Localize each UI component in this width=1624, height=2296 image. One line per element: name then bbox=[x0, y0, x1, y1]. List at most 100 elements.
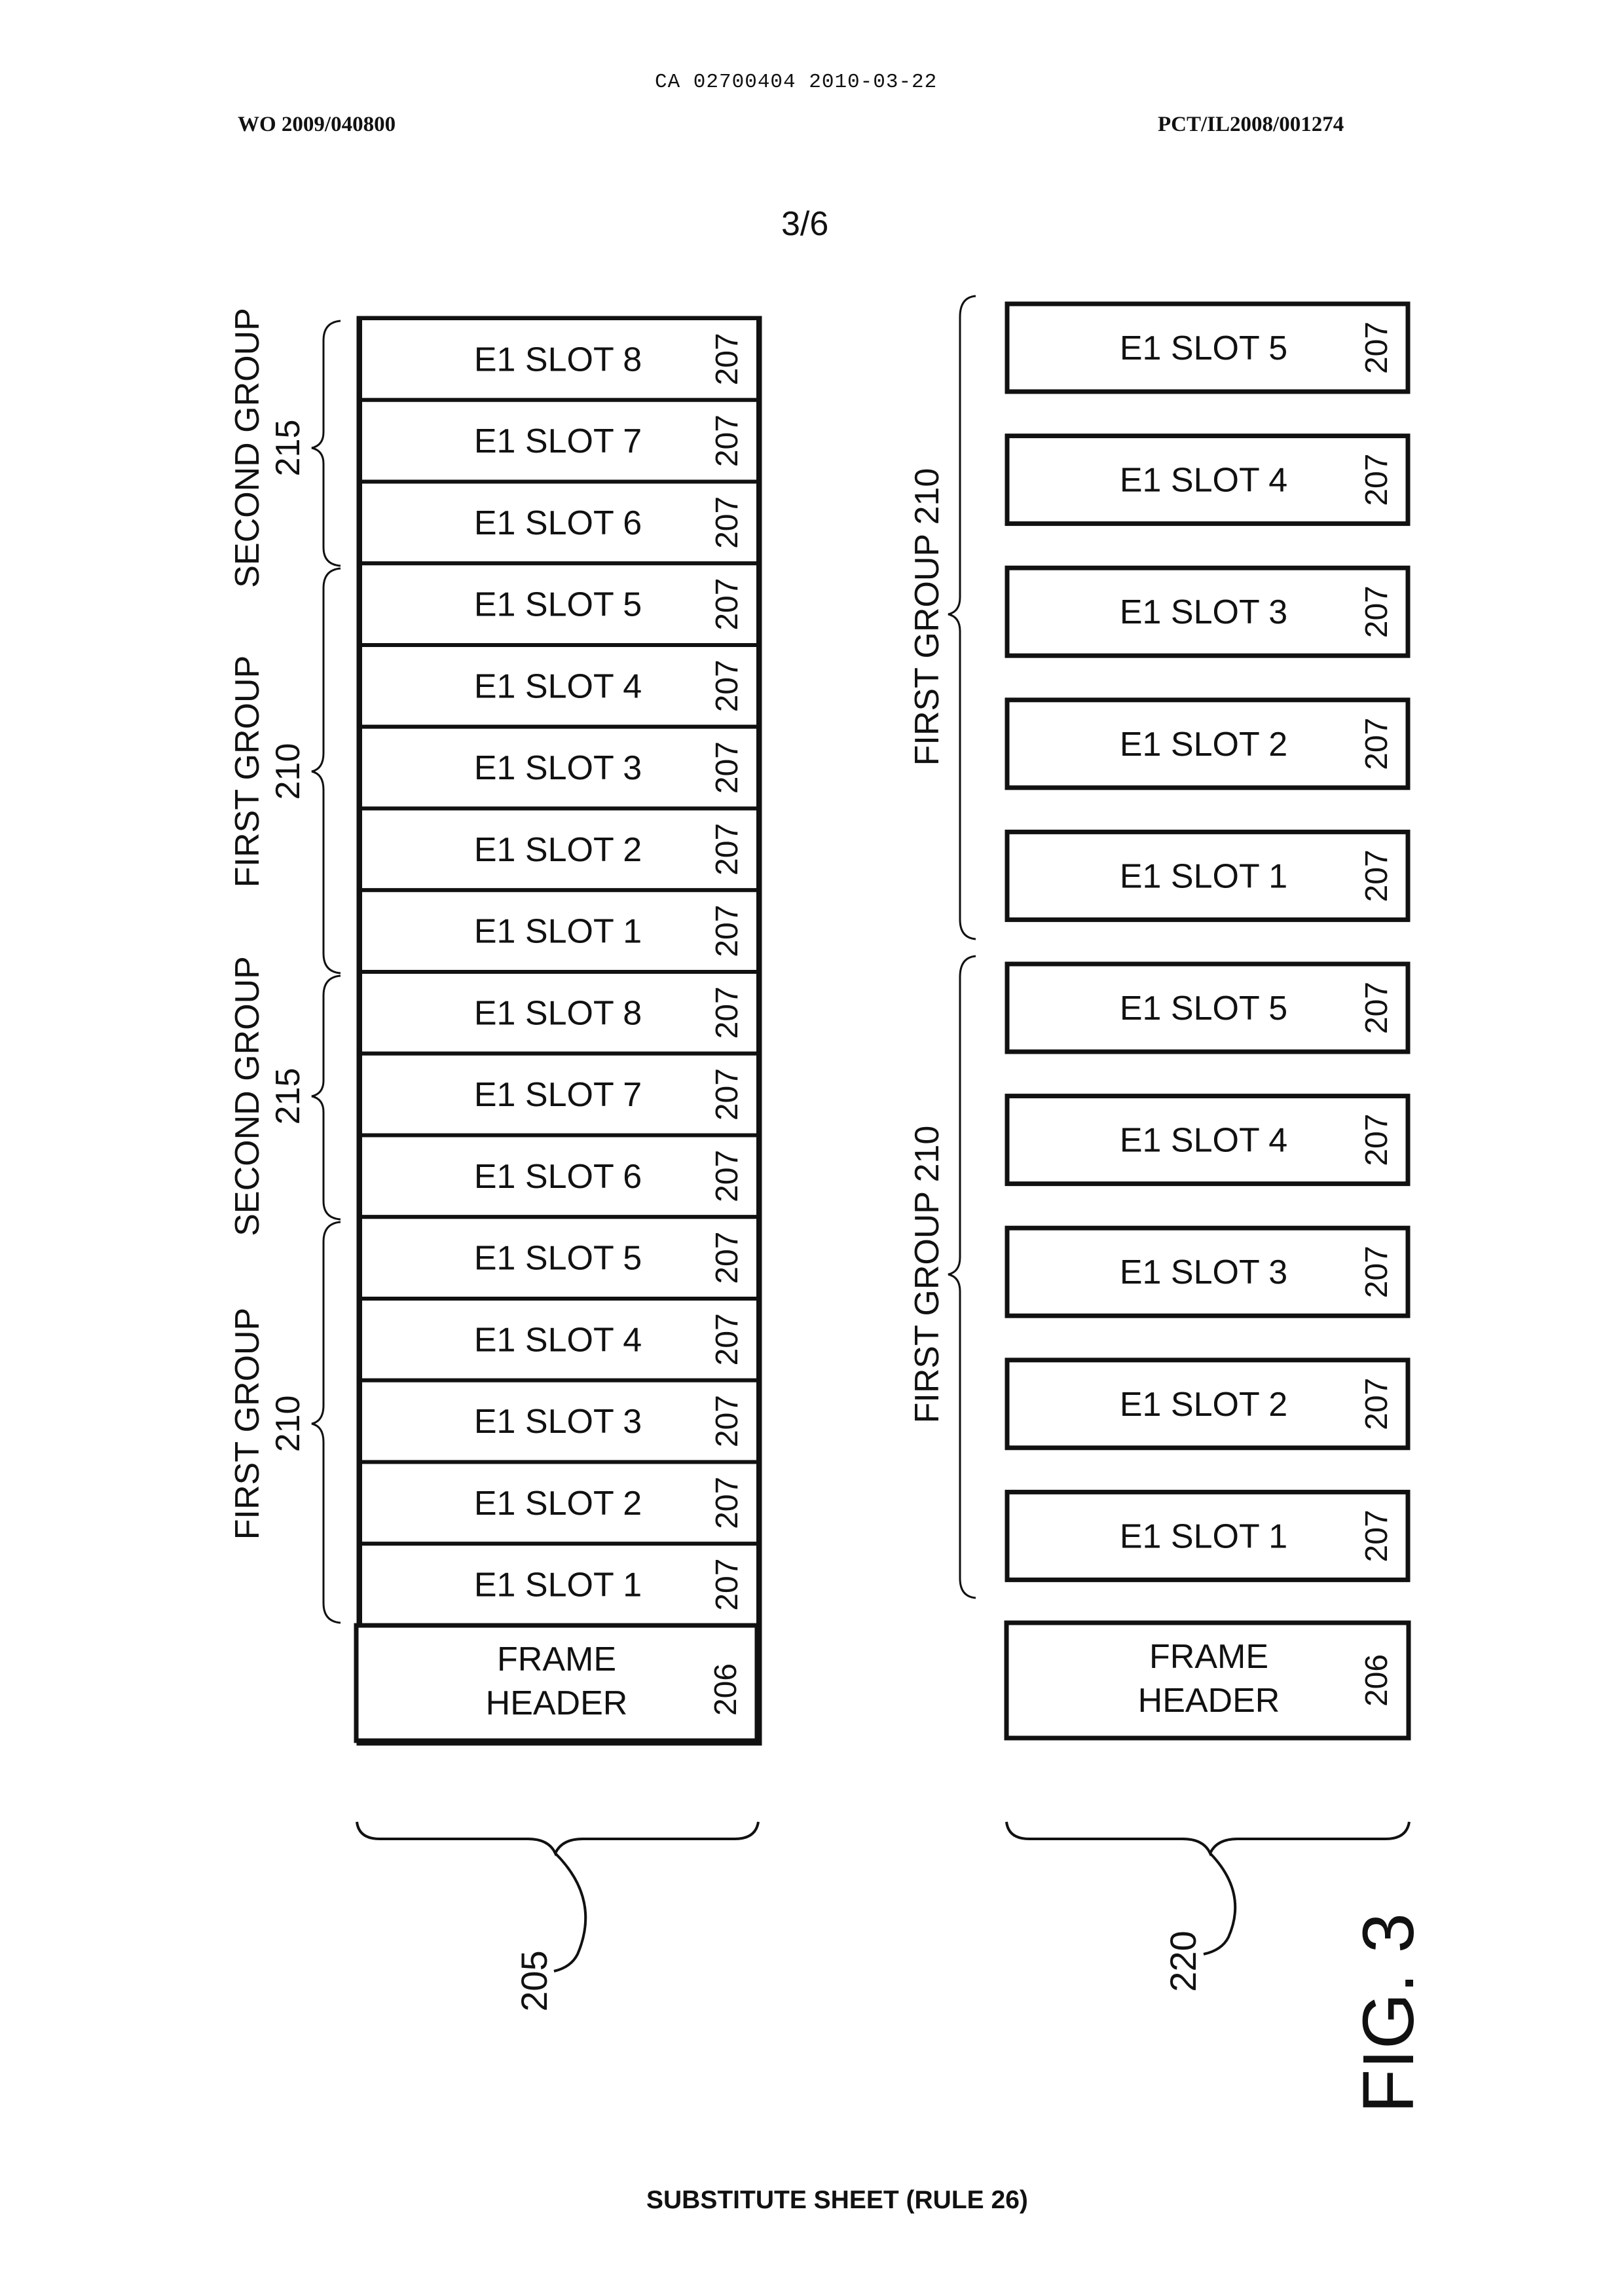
left-slot: E1 SLOT 6207 bbox=[360, 482, 758, 564]
brace-first-group-bottom bbox=[312, 1222, 341, 1623]
left-slot-ref: 207 bbox=[710, 1313, 745, 1365]
left-frame-header: FRAME HEADER 206 bbox=[356, 1625, 757, 1741]
svg-text:FIRST GROUP: FIRST GROUP bbox=[229, 656, 267, 887]
right-slot: E1 SLOT 3 207 bbox=[1007, 568, 1408, 656]
right-slot-ref: 207 bbox=[1359, 1378, 1394, 1430]
left-slot: E1 SLOT 5 207 bbox=[360, 563, 758, 645]
right-slot: E1 SLOT 2207 bbox=[1007, 700, 1408, 788]
right-group-braces bbox=[948, 296, 976, 1598]
left-slot-label: E1 SLOT 3 bbox=[474, 1403, 642, 1441]
left-slot-label: E1 SLOT 1 bbox=[474, 1566, 642, 1604]
footer-label: SUBSTITUTE SHEET (RULE 26) bbox=[646, 2186, 1028, 2215]
left-slot: E1 SLOT 8 207 bbox=[360, 972, 758, 1054]
left-frame-header-line2: HEADER bbox=[486, 1684, 628, 1722]
left-slot: E1 SLOT 5 207 bbox=[360, 1217, 758, 1299]
left-group-label-second-bottom: SECOND GROUP 215 bbox=[229, 956, 307, 1236]
left-slot-ref: 207 bbox=[710, 333, 745, 385]
left-slot-label: E1 SLOT 5 bbox=[474, 1240, 642, 1278]
brace-first-group-top bbox=[312, 568, 341, 973]
left-slot: E1 SLOT 4207 bbox=[360, 645, 758, 727]
left-slot: E1 SLOT 1 207 bbox=[360, 1544, 758, 1625]
left-slot-ref: 207 bbox=[710, 823, 745, 876]
left-slot-ref: 207 bbox=[710, 415, 745, 467]
left-frame-brace bbox=[357, 1822, 758, 1971]
left-slot-label: E1 SLOT 8 bbox=[474, 341, 642, 379]
right-slot-label: E1 SLOT 1 bbox=[1120, 857, 1287, 895]
right-slot-label: E1 SLOT 5 bbox=[1120, 329, 1287, 367]
right-slot: E1 SLOT 1207 bbox=[1007, 1492, 1408, 1580]
right-slot-ref: 207 bbox=[1359, 1246, 1394, 1298]
left-frame-ref: 205 bbox=[513, 1950, 555, 2011]
left-slot: E1 SLOT 8 207 bbox=[360, 318, 758, 400]
brace-second-group-bottom bbox=[312, 976, 341, 1219]
left-group-label-first-bottom: FIRST GROUP 210 bbox=[229, 1308, 307, 1540]
left-slot-ref: 207 bbox=[710, 496, 745, 549]
svg-text:SECOND GROUP: SECOND GROUP bbox=[229, 956, 267, 1236]
right-slot-label: E1 SLOT 4 bbox=[1120, 462, 1287, 500]
left-slot: E1 SLOT 2207 bbox=[360, 1462, 758, 1544]
left-slot-label: E1 SLOT 4 bbox=[474, 667, 642, 705]
left-slot: E1 SLOT 3207 bbox=[360, 727, 758, 809]
left-slot: E1 SLOT 3 207 bbox=[360, 1380, 758, 1462]
left-slot-label: E1 SLOT 1 bbox=[474, 913, 642, 951]
right-slot-ref: 207 bbox=[1359, 454, 1394, 506]
right-slot-label: E1 SLOT 2 bbox=[1120, 1386, 1287, 1424]
left-group-label-second-top: SECOND GROUP 215 bbox=[229, 308, 307, 588]
brace-first-group-upper bbox=[948, 296, 976, 939]
left-slot-label: E1 SLOT 2 bbox=[474, 831, 642, 869]
right-slot-label: E1 SLOT 3 bbox=[1120, 1253, 1287, 1291]
figure-label: FIG. 3 bbox=[1348, 1913, 1429, 2113]
left-group-braces bbox=[312, 321, 341, 1623]
right-slot: E1 SLOT 2 207 bbox=[1007, 1360, 1408, 1448]
right-group-label-upper: FIRST GROUP 210 bbox=[908, 468, 946, 766]
right-slot: E1 SLOT 4 207 bbox=[1007, 436, 1408, 524]
svg-text:SECOND GROUP: SECOND GROUP bbox=[229, 308, 267, 588]
left-slot-ref: 207 bbox=[710, 986, 745, 1039]
svg-text:215: 215 bbox=[269, 420, 307, 477]
right-slot: E1 SLOT 5 207 bbox=[1007, 304, 1408, 392]
left-slot-ref: 207 bbox=[710, 1232, 745, 1284]
left-slot-label: E1 SLOT 6 bbox=[474, 1158, 642, 1196]
left-slot-ref: 207 bbox=[710, 905, 745, 957]
right-frame-header-line1: FRAME bbox=[1149, 1638, 1268, 1676]
left-slot: E1 SLOT 2 207 bbox=[360, 809, 758, 891]
left-slot-ref: 207 bbox=[710, 578, 745, 631]
right-slot-label: E1 SLOT 3 bbox=[1120, 593, 1287, 631]
right-frame-header: FRAME HEADER 206 bbox=[1006, 1623, 1409, 1738]
right-slot: E1 SLOT 4 207 bbox=[1007, 1096, 1408, 1184]
right-slot-ref: 207 bbox=[1359, 1114, 1394, 1166]
svg-text:210: 210 bbox=[269, 743, 307, 800]
right-group-label-lower: FIRST GROUP 210 bbox=[908, 1126, 946, 1424]
right-slot-ref: 207 bbox=[1359, 585, 1394, 638]
left-slot-ref: 207 bbox=[710, 1068, 745, 1120]
right-frame-header-ref: 206 bbox=[1359, 1654, 1394, 1707]
right-slot-ref: 207 bbox=[1359, 982, 1394, 1034]
left-slot-label: E1 SLOT 5 bbox=[474, 586, 642, 624]
left-slot: E1 SLOT 6 207 bbox=[360, 1136, 758, 1217]
left-slot-label: E1 SLOT 4 bbox=[474, 1321, 642, 1359]
left-frame-header-line1: FRAME bbox=[497, 1640, 616, 1678]
right-slot: E1 SLOT 3 207 bbox=[1007, 1228, 1408, 1316]
right-slot: E1 SLOT 5207 bbox=[1007, 964, 1408, 1052]
left-slot-ref: 207 bbox=[710, 741, 745, 794]
left-slot-label: E1 SLOT 7 bbox=[474, 422, 642, 460]
left-slot-label: E1 SLOT 2 bbox=[474, 1485, 642, 1523]
right-slot-ref: 207 bbox=[1359, 322, 1394, 374]
left-frame-slots: E1 SLOT 8207E1 SLOT 7207E1 SLOT 6207E1 S… bbox=[360, 318, 758, 1625]
right-slot-ref: 207 bbox=[1359, 718, 1394, 770]
left-slot-ref: 207 bbox=[710, 1150, 745, 1202]
right-slot-ref: 207 bbox=[1359, 1509, 1394, 1562]
svg-text:215: 215 bbox=[269, 1068, 307, 1125]
left-slot-label: E1 SLOT 7 bbox=[474, 1076, 642, 1114]
right-frame-header-line2: HEADER bbox=[1138, 1682, 1280, 1720]
left-slot-label: E1 SLOT 8 bbox=[474, 994, 642, 1032]
right-slot-label: E1 SLOT 4 bbox=[1120, 1122, 1287, 1160]
brace-first-group-lower bbox=[948, 956, 976, 1598]
svg-text:210: 210 bbox=[269, 1396, 307, 1453]
brace-second-group-top bbox=[312, 321, 341, 566]
left-group-label-first-top: FIRST GROUP 210 bbox=[229, 656, 307, 887]
right-slot: E1 SLOT 1207 bbox=[1007, 832, 1408, 919]
left-slot-ref: 207 bbox=[710, 1559, 745, 1611]
left-slot-ref: 207 bbox=[710, 1395, 745, 1447]
